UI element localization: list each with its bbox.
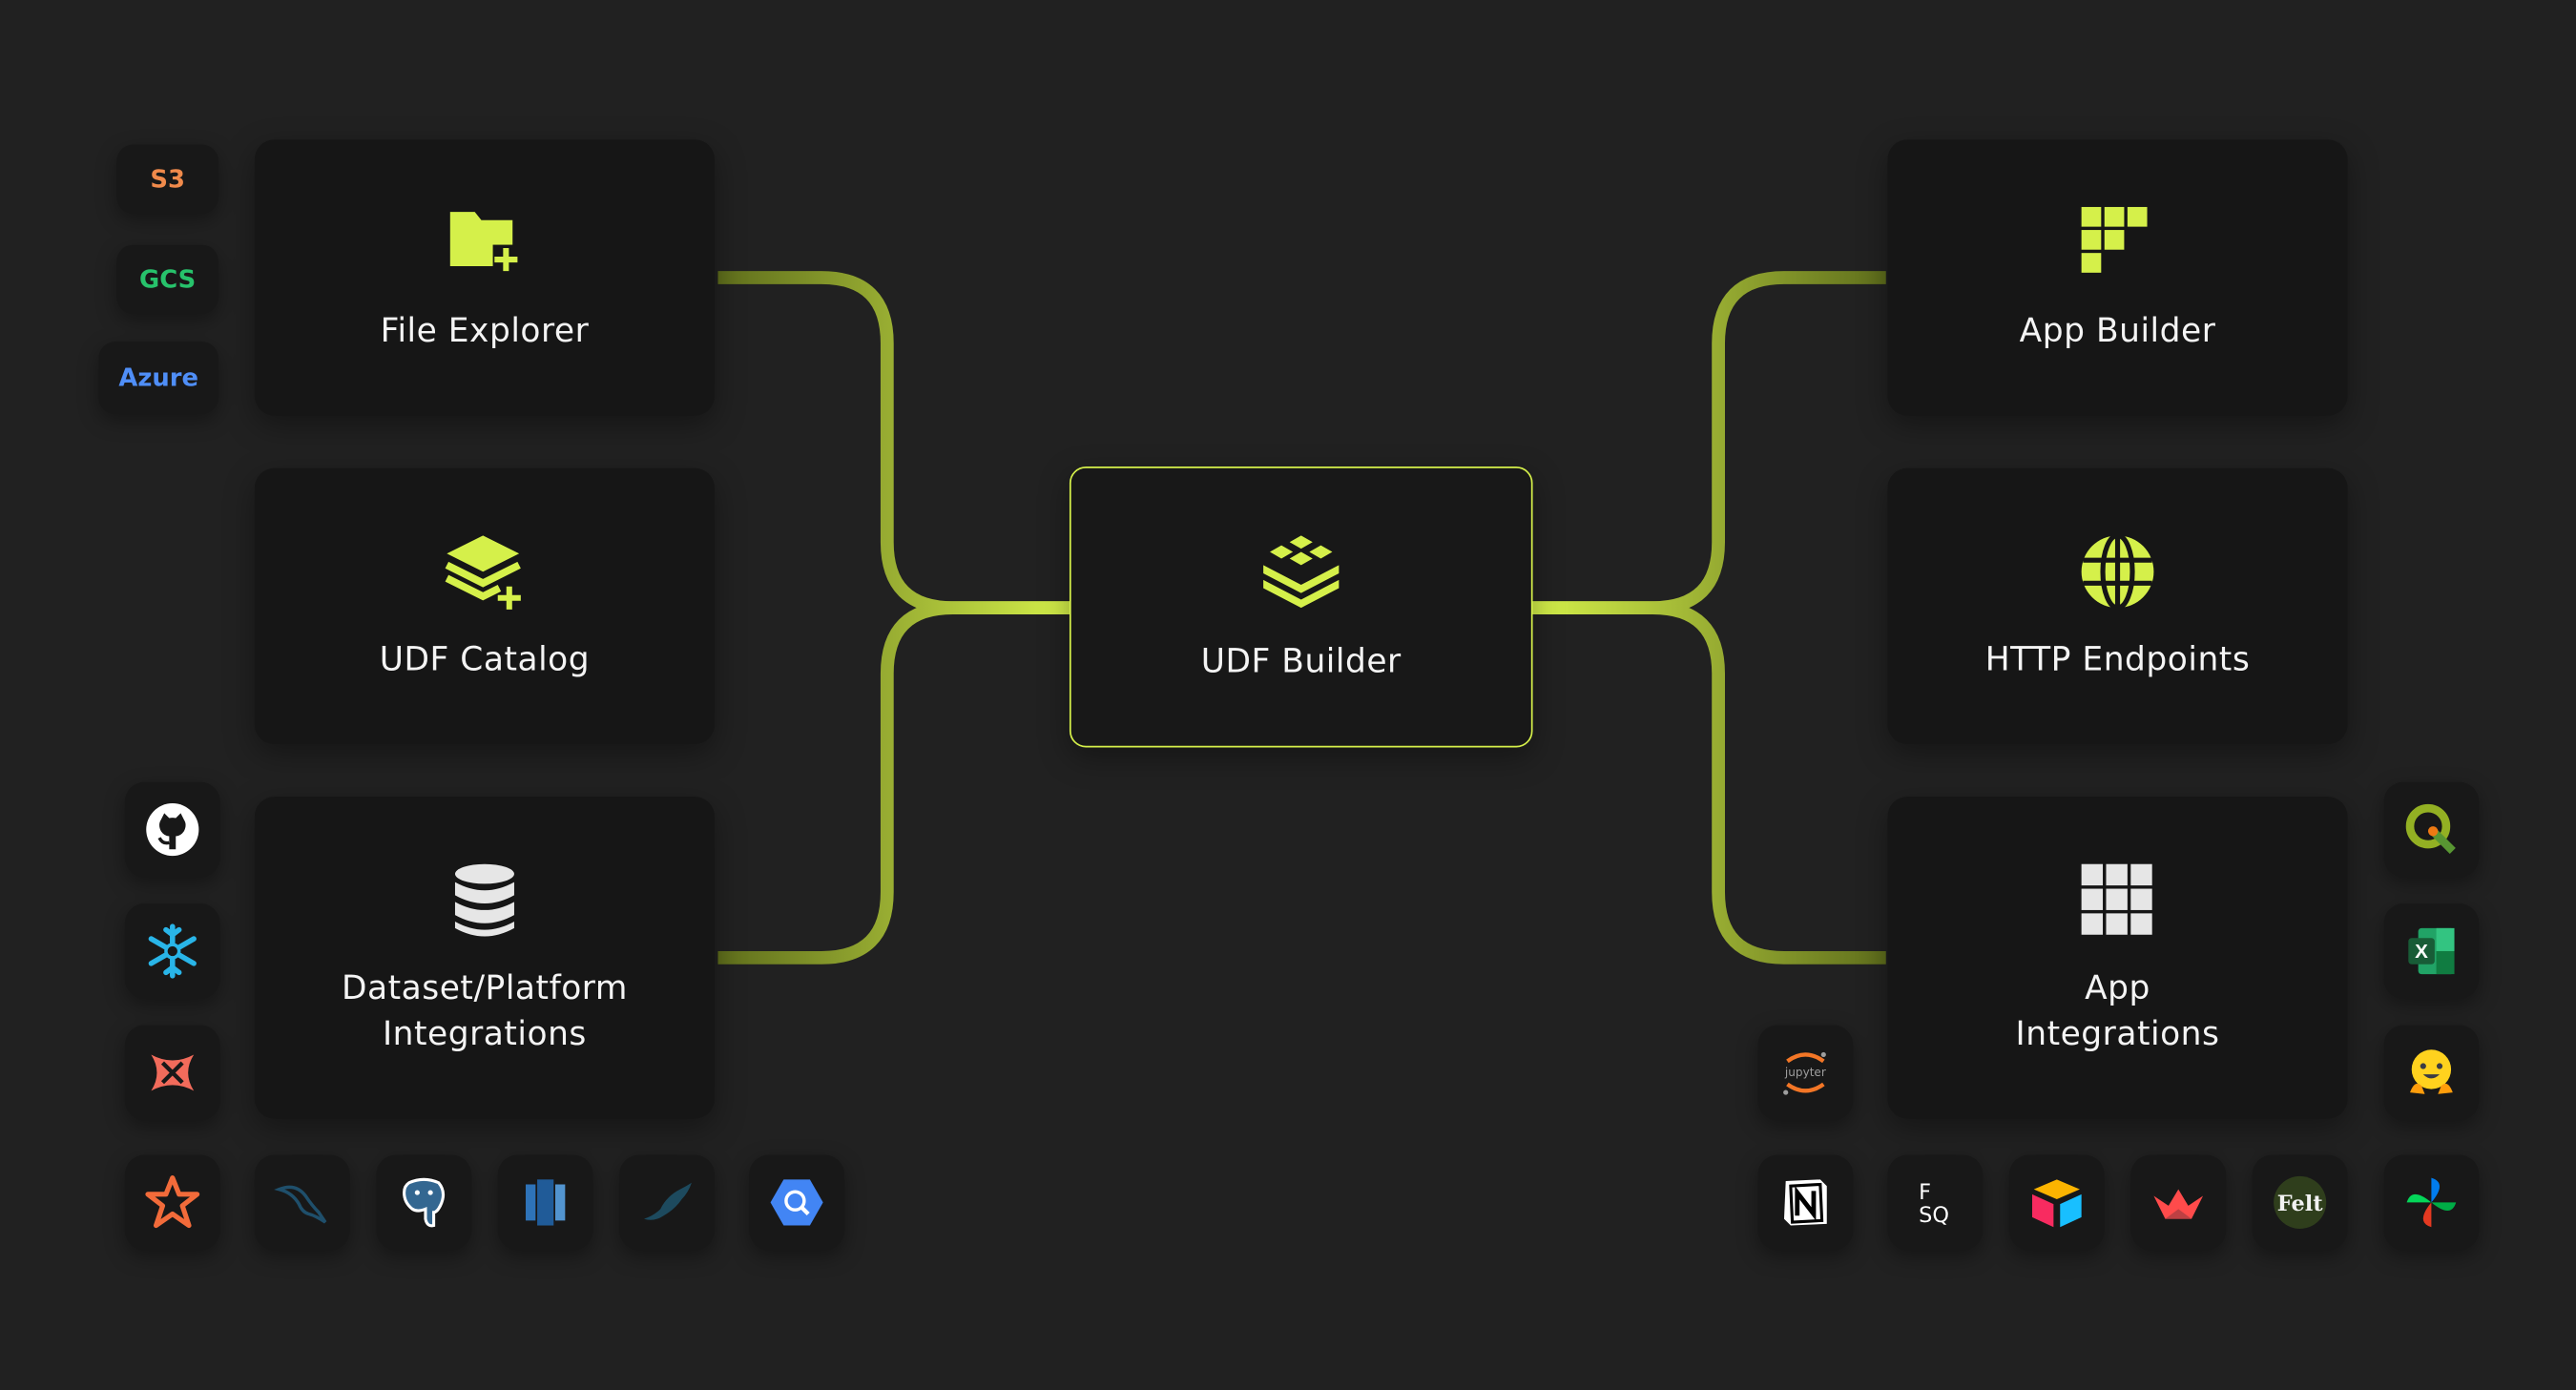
globe-icon <box>2081 532 2154 611</box>
connector-file-explorer <box>717 271 1071 614</box>
jupyter-text: jupyter <box>1784 1066 1826 1079</box>
bigquery-tile[interactable] <box>749 1154 845 1251</box>
felt-text: Felt <box>2277 1192 2323 1216</box>
layers-plus-icon <box>445 535 521 610</box>
app-integrations-label: App Integrations <box>2015 967 2220 1053</box>
app-grid-blocks-icon <box>2081 206 2148 273</box>
udf-catalog-card[interactable]: UDF Catalog <box>254 467 716 745</box>
file-explorer-label: File Explorer <box>380 310 590 350</box>
app-builder-label: App Builder <box>2019 310 2216 350</box>
qgis-icon <box>2405 803 2456 854</box>
connector-dataset-integrations <box>717 601 1071 965</box>
jupyter-icon: jupyter <box>1783 1051 1826 1095</box>
mariadb-tile[interactable] <box>619 1154 716 1251</box>
postgresql-icon <box>403 1177 446 1228</box>
streamlit-icon <box>2153 1189 2204 1219</box>
excel-letter: X <box>2415 941 2428 963</box>
app-builder-card[interactable]: App Builder <box>1887 139 2348 416</box>
bigquery-icon <box>770 1179 823 1226</box>
stacked-blocks-icon <box>1263 534 1340 608</box>
redshift-icon <box>526 1179 566 1226</box>
s3-chip[interactable]: S3 <box>116 144 219 214</box>
dataset-platform-integrations-card[interactable]: Dataset/Platform Integrations <box>254 797 716 1119</box>
snowflake-tile[interactable] <box>124 903 220 999</box>
connector-app-integrations <box>1532 601 1886 965</box>
udf-builder-label: UDF Builder <box>1200 639 1402 680</box>
udf-builder-card[interactable]: UDF Builder <box>1069 467 1533 748</box>
http-endpoints-label: HTTP Endpoints <box>1984 638 2251 679</box>
huggingface-tile[interactable] <box>2383 1025 2480 1121</box>
redshift-tile[interactable] <box>497 1154 593 1251</box>
mariadb-icon <box>643 1182 692 1220</box>
fsq-bottom-text: SQ <box>1919 1203 1949 1228</box>
snowflake-icon <box>148 923 197 979</box>
felt-icon: Felt <box>2274 1175 2327 1229</box>
dagster-tile[interactable] <box>124 1025 220 1121</box>
airtable-tile[interactable] <box>2008 1154 2105 1251</box>
gcs-chip-label: GCS <box>139 264 197 295</box>
dataset-platform-integrations-label: Dataset/Platform Integrations <box>341 967 628 1053</box>
jupyter-tile[interactable]: jupyter <box>1757 1025 1854 1121</box>
connector-app-builder <box>1532 271 1886 614</box>
fsq-icon: F SQ <box>1919 1180 1949 1228</box>
gcs-chip[interactable]: GCS <box>116 244 219 314</box>
postgresql-tile[interactable] <box>376 1154 472 1251</box>
felt-tile[interactable]: Felt <box>2252 1154 2348 1251</box>
spark-star-tile[interactable] <box>124 1154 220 1251</box>
qgis-tile[interactable] <box>2383 781 2480 878</box>
folder-plus-icon <box>449 212 520 272</box>
azure-chip-label: Azure <box>118 363 199 393</box>
airflow-icon <box>2406 1177 2457 1228</box>
github-icon <box>146 803 199 857</box>
streamlit-tile[interactable] <box>2130 1154 2227 1251</box>
excel-tile[interactable]: X <box>2383 903 2480 999</box>
fsq-tile[interactable]: F SQ <box>1887 1154 1984 1251</box>
mysql-tile[interactable] <box>254 1154 350 1251</box>
dagster-icon <box>151 1054 195 1091</box>
github-tile[interactable] <box>124 781 220 878</box>
azure-chip[interactable]: Azure <box>98 342 219 414</box>
http-endpoints-card[interactable]: HTTP Endpoints <box>1887 467 2348 745</box>
s3-chip-label: S3 <box>150 164 185 195</box>
airtable-icon <box>2031 1179 2082 1228</box>
excel-icon: X <box>2408 927 2455 975</box>
fsq-top-text: F <box>1919 1180 1931 1205</box>
spark-star-icon <box>145 1175 200 1229</box>
mysql-icon <box>274 1185 327 1224</box>
grid-icon <box>2081 863 2152 935</box>
notion-tile[interactable] <box>1757 1154 1854 1251</box>
database-icon <box>454 863 514 937</box>
app-integrations-card[interactable]: App Integrations <box>1887 797 2348 1119</box>
udf-catalog-label: UDF Catalog <box>379 638 591 679</box>
huggingface-icon <box>2410 1049 2453 1094</box>
file-explorer-card[interactable]: File Explorer <box>254 139 716 416</box>
notion-icon <box>1783 1179 1827 1226</box>
airflow-tile[interactable] <box>2383 1154 2480 1251</box>
